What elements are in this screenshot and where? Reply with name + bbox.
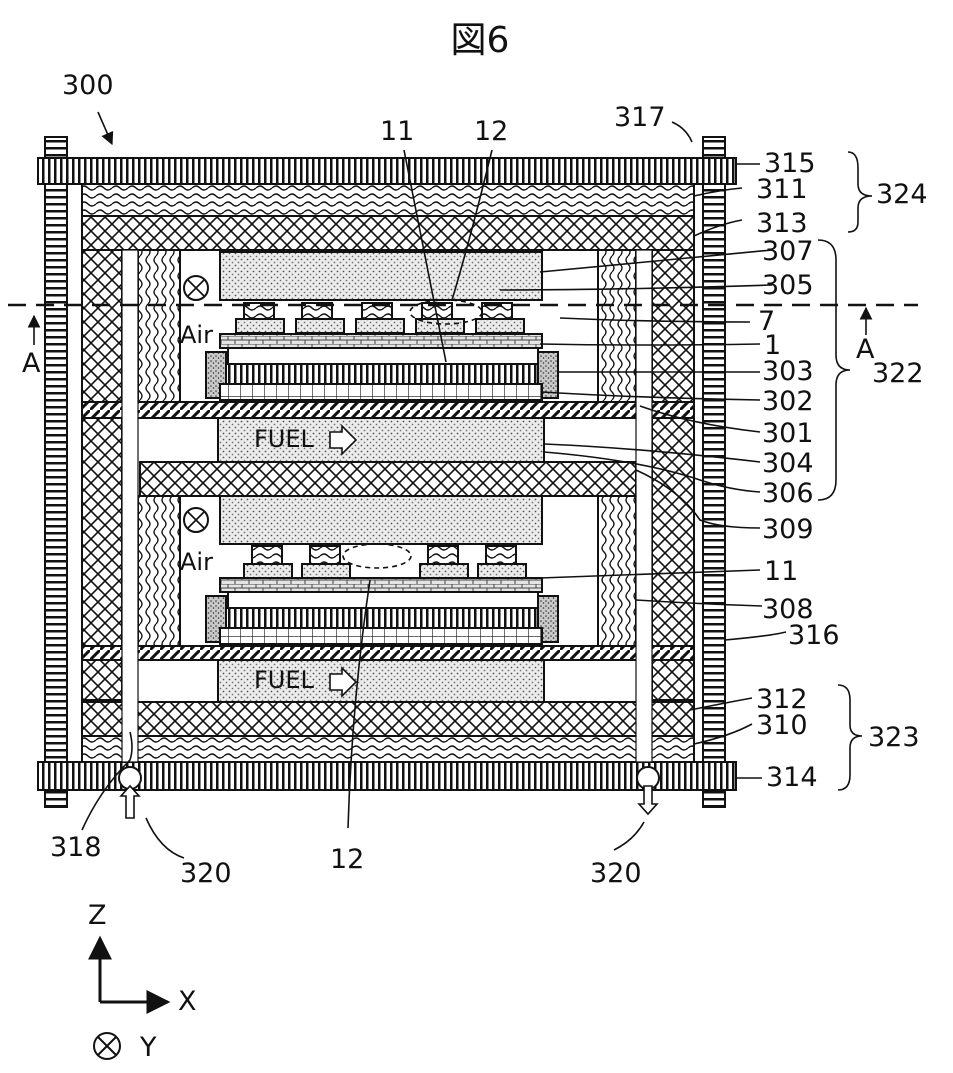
label-12-lower: 12 — [330, 844, 364, 875]
inner-wall-upper-right — [598, 250, 636, 402]
label-313: 313 — [756, 208, 808, 239]
interconnect-row-upper — [236, 303, 524, 333]
label-302: 302 — [762, 386, 814, 417]
label-316: 316 — [788, 620, 840, 651]
label-323: 323 — [868, 722, 920, 753]
fuel-label-upper: FUEL — [254, 425, 315, 453]
label-324: 324 — [876, 179, 928, 210]
bottom-end-plate — [38, 762, 736, 790]
plate-layer-313 — [82, 216, 694, 250]
top-end-plate — [38, 158, 736, 184]
detail-region-12-lower — [343, 544, 411, 568]
label-310: 310 — [756, 710, 808, 741]
cell-layer-lower-303 — [226, 608, 538, 628]
air-manifold-block-lower — [220, 496, 542, 544]
side-column-right — [652, 250, 694, 700]
separator-301 — [82, 402, 694, 418]
air-label-lower: Air — [180, 548, 213, 576]
label-303: 303 — [762, 356, 814, 387]
label-320-right: 320 — [590, 858, 642, 889]
air-manifold-block-upper — [220, 252, 542, 300]
cell-layer-lower-302 — [220, 628, 542, 644]
label-309: 309 — [762, 514, 814, 545]
inner-wall-upper-left — [138, 250, 180, 402]
label-11-top: 11 — [380, 116, 414, 147]
mid-plate-309 — [140, 462, 636, 496]
label-11-lower: 11 — [764, 556, 798, 587]
interconnect-row-lower — [244, 546, 526, 578]
plate-layer-312 — [82, 702, 694, 736]
label-300: 300 — [62, 70, 114, 101]
label-311: 311 — [756, 174, 808, 205]
label-12-top: 12 — [474, 116, 508, 147]
inner-wall-lower-right — [598, 496, 636, 646]
label-318: 318 — [50, 832, 102, 863]
insulation-layer-310 — [82, 736, 694, 762]
label-305: 305 — [762, 270, 814, 301]
separator-lower — [82, 646, 694, 660]
label-320-left: 320 — [180, 858, 232, 889]
section-mark-left: A — [22, 348, 41, 379]
flow-into-page-icon — [184, 276, 208, 300]
label-322: 322 — [872, 358, 924, 389]
label-304: 304 — [762, 448, 814, 479]
axis-label-z: Z — [88, 900, 107, 931]
cell-layer-upper-mid — [228, 348, 538, 364]
insulation-layer-311 — [82, 184, 694, 216]
coordinate-axes — [94, 938, 168, 1059]
inlet-port-icon — [119, 767, 141, 818]
cell-layer-upper-303 — [226, 364, 538, 384]
label-306: 306 — [762, 478, 814, 509]
label-307: 307 — [762, 236, 814, 267]
inner-wall-lower-left — [138, 496, 180, 646]
label-301: 301 — [762, 418, 814, 449]
cell-layer-upper-top — [220, 334, 542, 348]
axis-label-y: Y — [139, 1032, 157, 1063]
cell-layer-lower-top — [220, 578, 542, 592]
flow-into-page-icon — [184, 508, 208, 532]
figure-title: 図6 — [451, 20, 510, 61]
fuel-label-lower: FUEL — [254, 666, 315, 694]
cell-layer-upper-302 — [220, 384, 542, 400]
y-axis-into-page-icon — [94, 1033, 120, 1059]
label-314: 314 — [766, 762, 818, 793]
air-label-upper: Air — [180, 321, 213, 349]
cell-layer-lower-mid — [228, 592, 538, 608]
side-column-left — [82, 250, 122, 700]
axis-label-x: X — [178, 986, 197, 1017]
tie-rod-left — [45, 137, 67, 807]
air-channel-right — [636, 250, 652, 762]
label-317: 317 — [614, 102, 666, 133]
air-channel-left — [122, 250, 138, 762]
